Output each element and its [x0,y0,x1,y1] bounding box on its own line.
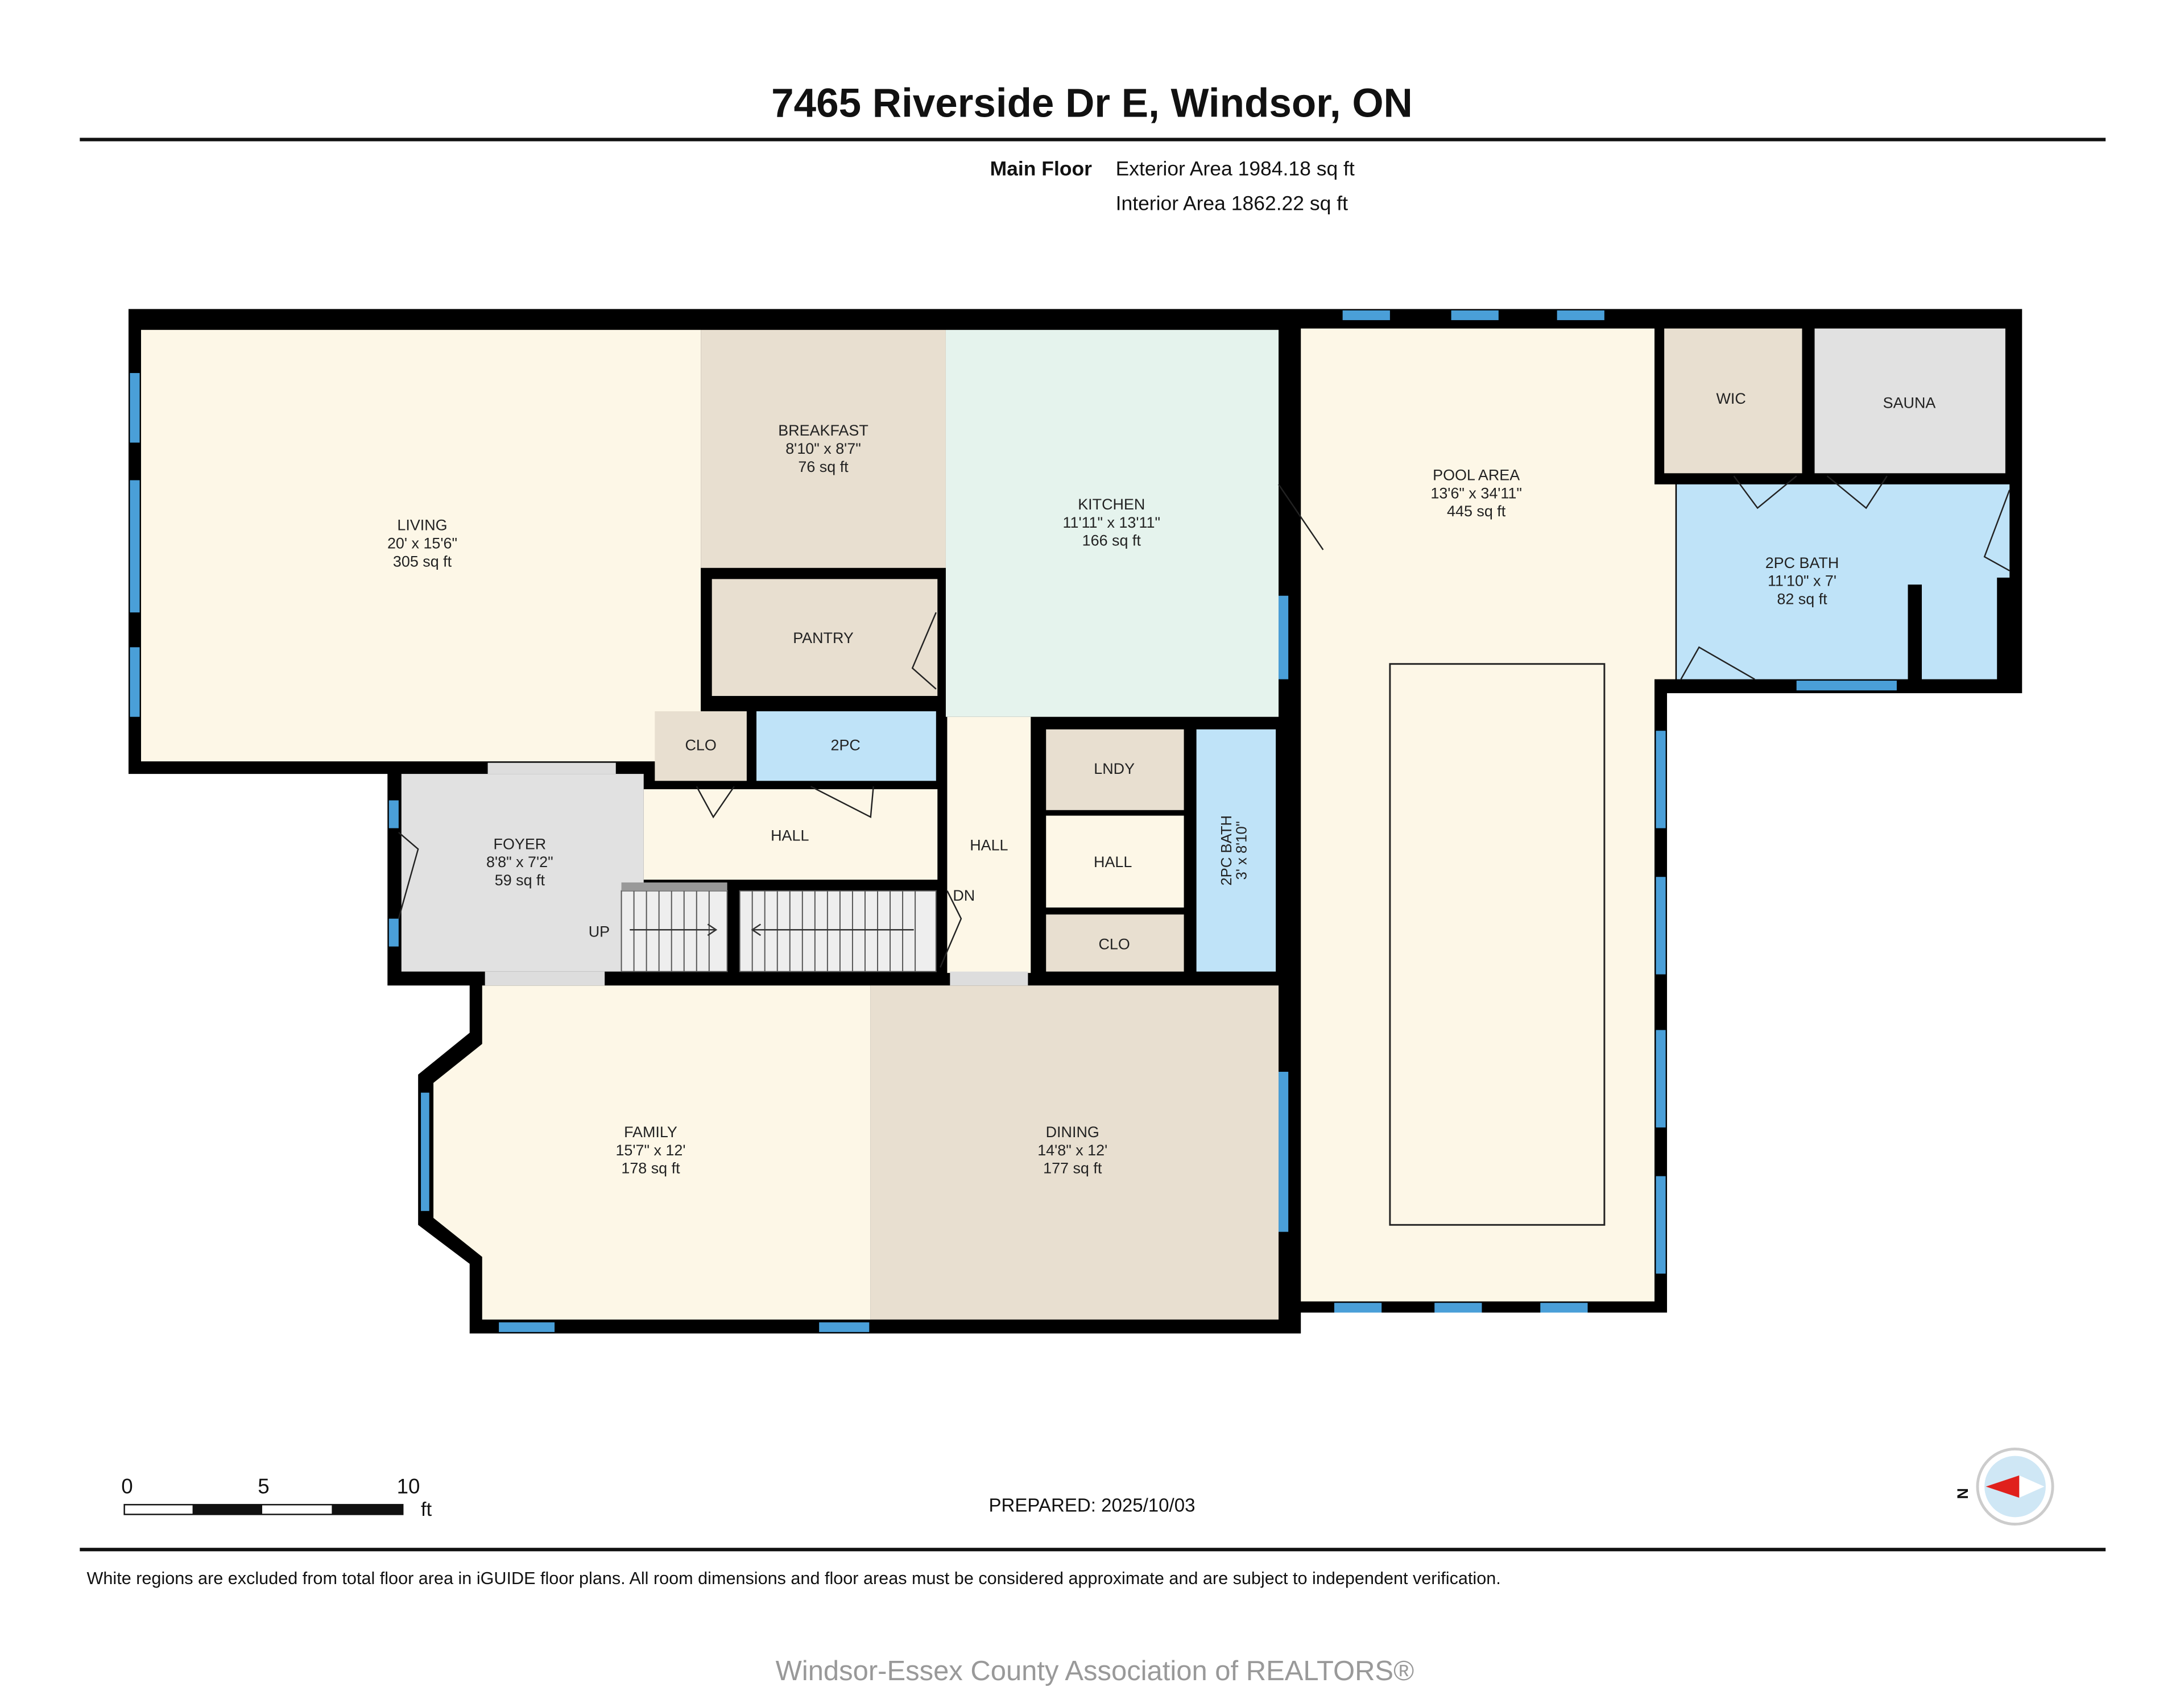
room-pool-area[interactable] [1301,328,1676,1301]
scale-label-5: 5 [258,1475,269,1498]
stairs-up-label: UP [589,923,610,940]
watermark: Windsor-Essex County Association of REAL… [776,1656,1414,1686]
room-closet-2[interactable] [1046,914,1184,972]
pantry-label: PANTRY [793,629,854,646]
prepared-date: PREPARED: 2025/10/03 [989,1495,1196,1516]
room-hall-1[interactable] [643,789,938,880]
interior-area: Interior Area 1862.22 sq ft [1116,192,1348,215]
room-kitchen[interactable] [945,330,1279,717]
scale-label-0: 0 [121,1475,133,1498]
svg-text:2PC BATH: 2PC BATH [1219,815,1235,886]
2pc-label: 2PC [831,736,861,753]
room-living[interactable] [141,330,701,762]
room-family[interactable] [433,985,871,1320]
room-2pc[interactable] [756,711,936,781]
room-sauna[interactable] [1814,328,2005,474]
scale-unit: ft [421,1499,432,1520]
disclaimer: White regions are excluded from total fl… [87,1569,1501,1588]
2pc-bath-small-label: 2PC BATH 3' x 8'10" [1219,815,1250,886]
scale-label-10: 10 [397,1475,420,1498]
laundry-label: LNDY [1094,760,1135,777]
pool [1389,663,1606,1226]
scale-bar: 0 5 10 ft [121,1475,432,1520]
room-2pc-bath-small[interactable] [1196,729,1276,972]
windows [130,310,1897,1332]
room-dining[interactable] [870,985,1279,1320]
hall-1-label: HALL [771,827,809,844]
room-wic[interactable] [1664,328,1802,474]
room-pantry[interactable] [712,579,938,697]
rooms [141,328,2010,1320]
room-hall-3[interactable] [1046,815,1184,908]
room-closet-1[interactable] [655,711,747,781]
sauna-label: SAUNA [1883,394,1936,411]
staircase [621,882,937,972]
page-title: 7465 Riverside Dr E, Windsor, ON [771,81,1413,126]
room-laundry[interactable] [1046,729,1184,810]
closet-1-label: CLO [685,736,716,753]
wic-label: WIC [1716,390,1745,407]
room-breakfast[interactable] [701,330,946,568]
svg-text:3' x 8'10": 3' x 8'10" [1234,821,1250,880]
exterior-area: Exterior Area 1984.18 sq ft [1116,157,1355,180]
footer-rule [80,1548,2106,1552]
compass-north-label: N [1954,1488,1971,1499]
closet-2-label: CLO [1099,936,1130,953]
room-hall-2[interactable] [947,716,1031,973]
room-2pc-bath-east[interactable] [1677,484,2010,679]
room-foyer[interactable] [401,774,644,972]
compass-icon: N [1954,1447,2054,1526]
stairs-down-label: DN [953,887,975,904]
doors [398,475,2011,986]
header-rule [80,138,2106,142]
floor-name: Main Floor [990,157,1093,180]
hall-2-label: HALL [970,837,1008,854]
hall-3-label: HALL [1094,853,1132,871]
